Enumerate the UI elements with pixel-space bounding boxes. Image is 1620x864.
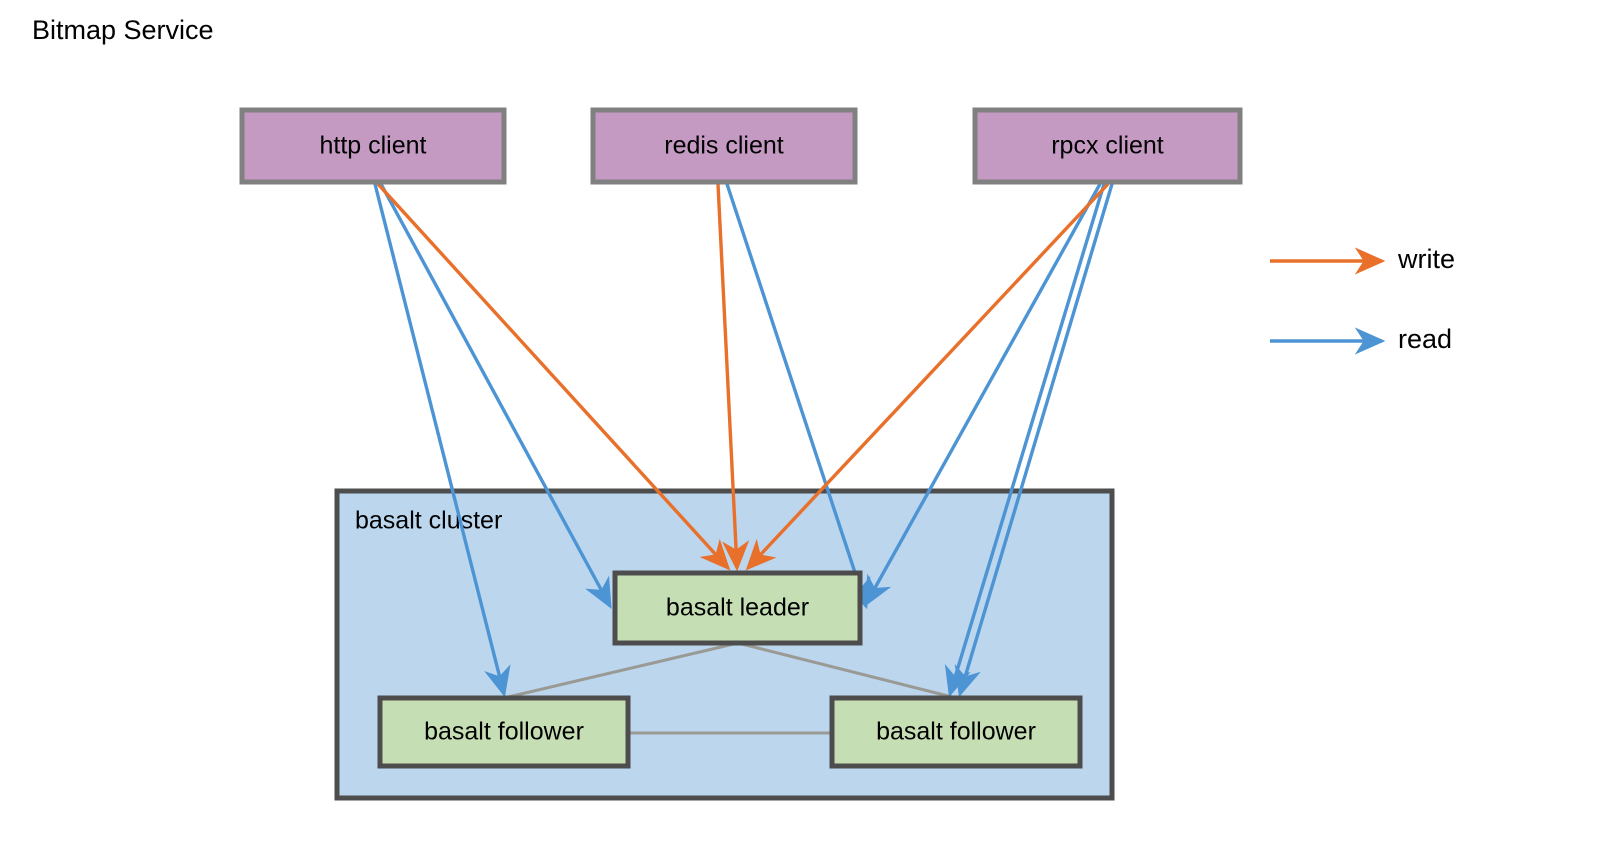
http-client-label: http client (319, 132, 426, 160)
write-edge-redis-to-leader (716, 183, 750, 572)
replication-link-leader-follower-left (503, 641, 739, 700)
basalt-follower-right-box[interactable] (829, 695, 1083, 769)
read-edge-rpcx-to-follower-right-a (944, 183, 1106, 698)
read-edge-http-to-follower-left (373, 183, 511, 698)
legend-item-write: write (1270, 244, 1455, 275)
rpcx-client-node[interactable]: rpcx client (972, 107, 1243, 185)
read-edges (373, 183, 1114, 698)
basalt-leader-label: basalt leader (666, 594, 809, 622)
page-title: Bitmap Service (32, 15, 214, 45)
read-edge-http-to-leader (379, 183, 612, 609)
basalt-follower-left-label: basalt follower (424, 718, 584, 746)
legend-read-label: read (1398, 324, 1452, 354)
write-edges (376, 182, 1110, 572)
basalt-follower-right-label: basalt follower (876, 718, 1036, 746)
legend-item-read: read (1270, 324, 1452, 355)
read-edge-redis-to-leader (725, 183, 871, 610)
replication-links (503, 641, 957, 735)
write-edge-http-to-leader (376, 182, 731, 571)
write-edge-rpcx-to-leader (745, 182, 1110, 571)
basalt-follower-right-node[interactable]: basalt follower (829, 695, 1083, 769)
legend: write read (1270, 244, 1455, 355)
http-client-box[interactable] (239, 107, 507, 185)
rpcx-client-box[interactable] (972, 107, 1243, 185)
redis-client-box[interactable] (590, 107, 858, 185)
redis-client-label: redis client (664, 132, 784, 160)
basalt-cluster-label: basalt cluster (355, 507, 502, 535)
basalt-follower-left-box[interactable] (377, 695, 631, 769)
read-edge-rpcx-to-leader (864, 183, 1102, 607)
replication-link-leader-follower-right (737, 641, 957, 700)
http-client-node[interactable]: http client (239, 107, 507, 185)
basalt-leader-box[interactable] (612, 570, 863, 646)
basalt-follower-left-node[interactable]: basalt follower (377, 695, 631, 769)
basalt-leader-node[interactable]: basalt leader (612, 570, 863, 646)
rpcx-client-label: rpcx client (1051, 132, 1164, 160)
redis-client-node[interactable]: redis client (590, 107, 858, 185)
legend-write-label: write (1397, 244, 1455, 274)
read-edge-rpcx-to-follower-right-b (954, 183, 1114, 698)
